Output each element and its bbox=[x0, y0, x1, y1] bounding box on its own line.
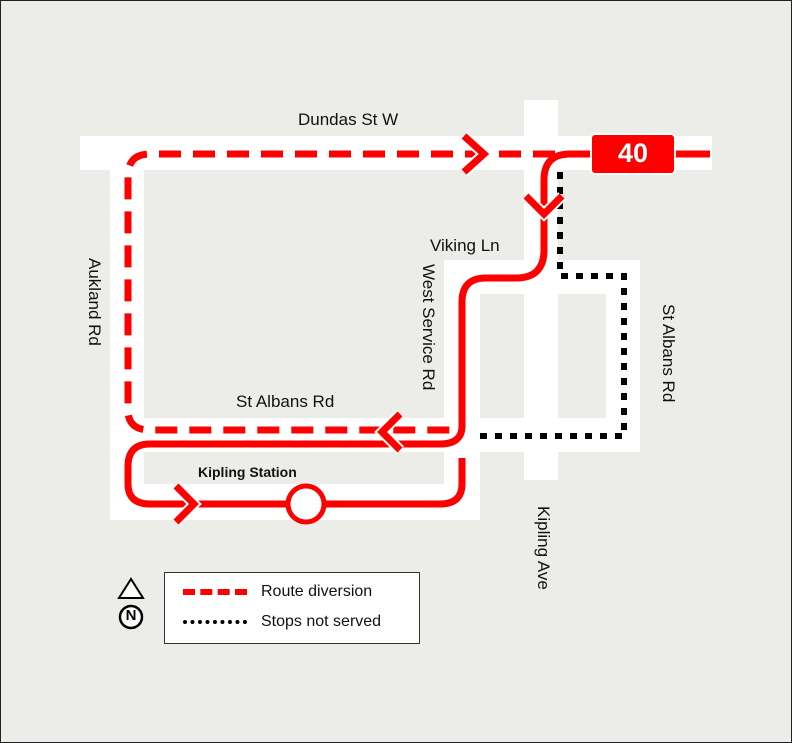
arrow-right-icon bbox=[461, 133, 490, 175]
legend-item-route-diversion: Route diversion bbox=[183, 583, 372, 601]
north-arrow-icon bbox=[117, 577, 145, 599]
arrow-down-icon bbox=[523, 193, 565, 219]
station-label: Kipling Station bbox=[198, 464, 297, 480]
station-platform bbox=[146, 452, 444, 484]
street-label-st-albans-v: St Albans Rd bbox=[659, 304, 678, 403]
route-badge bbox=[590, 133, 676, 175]
street-label-viking: Viking Ln bbox=[430, 236, 500, 255]
street-label-aukland: Aukland Rd bbox=[85, 258, 104, 346]
legend: Route diversion Stops not served bbox=[164, 572, 420, 644]
street-label-dundas: Dundas St W bbox=[298, 110, 399, 129]
north-circle-icon bbox=[118, 604, 144, 630]
black-dotted-line-icon bbox=[183, 620, 247, 624]
route-path bbox=[124, 150, 710, 508]
direction-arrows bbox=[173, 133, 565, 525]
route-number: 40 bbox=[617, 138, 649, 168]
street-label-st-albans-h: St Albans Rd bbox=[236, 392, 335, 411]
red-dashed-line-icon bbox=[183, 589, 247, 595]
legend-item-stops-not-served: Stops not served bbox=[183, 613, 381, 631]
street-label-kipling-ave: Kipling Ave bbox=[534, 506, 553, 590]
stops-not-served-path bbox=[472, 172, 627, 439]
north-compass: N bbox=[116, 576, 146, 637]
arrow-right-icon bbox=[173, 483, 199, 525]
street-label-west-service: West Service Rd bbox=[419, 264, 438, 391]
north-label: N bbox=[125, 607, 137, 624]
station-stop-icon bbox=[285, 483, 327, 525]
arrow-left-icon bbox=[377, 411, 403, 453]
route-diversion-path bbox=[124, 150, 555, 434]
